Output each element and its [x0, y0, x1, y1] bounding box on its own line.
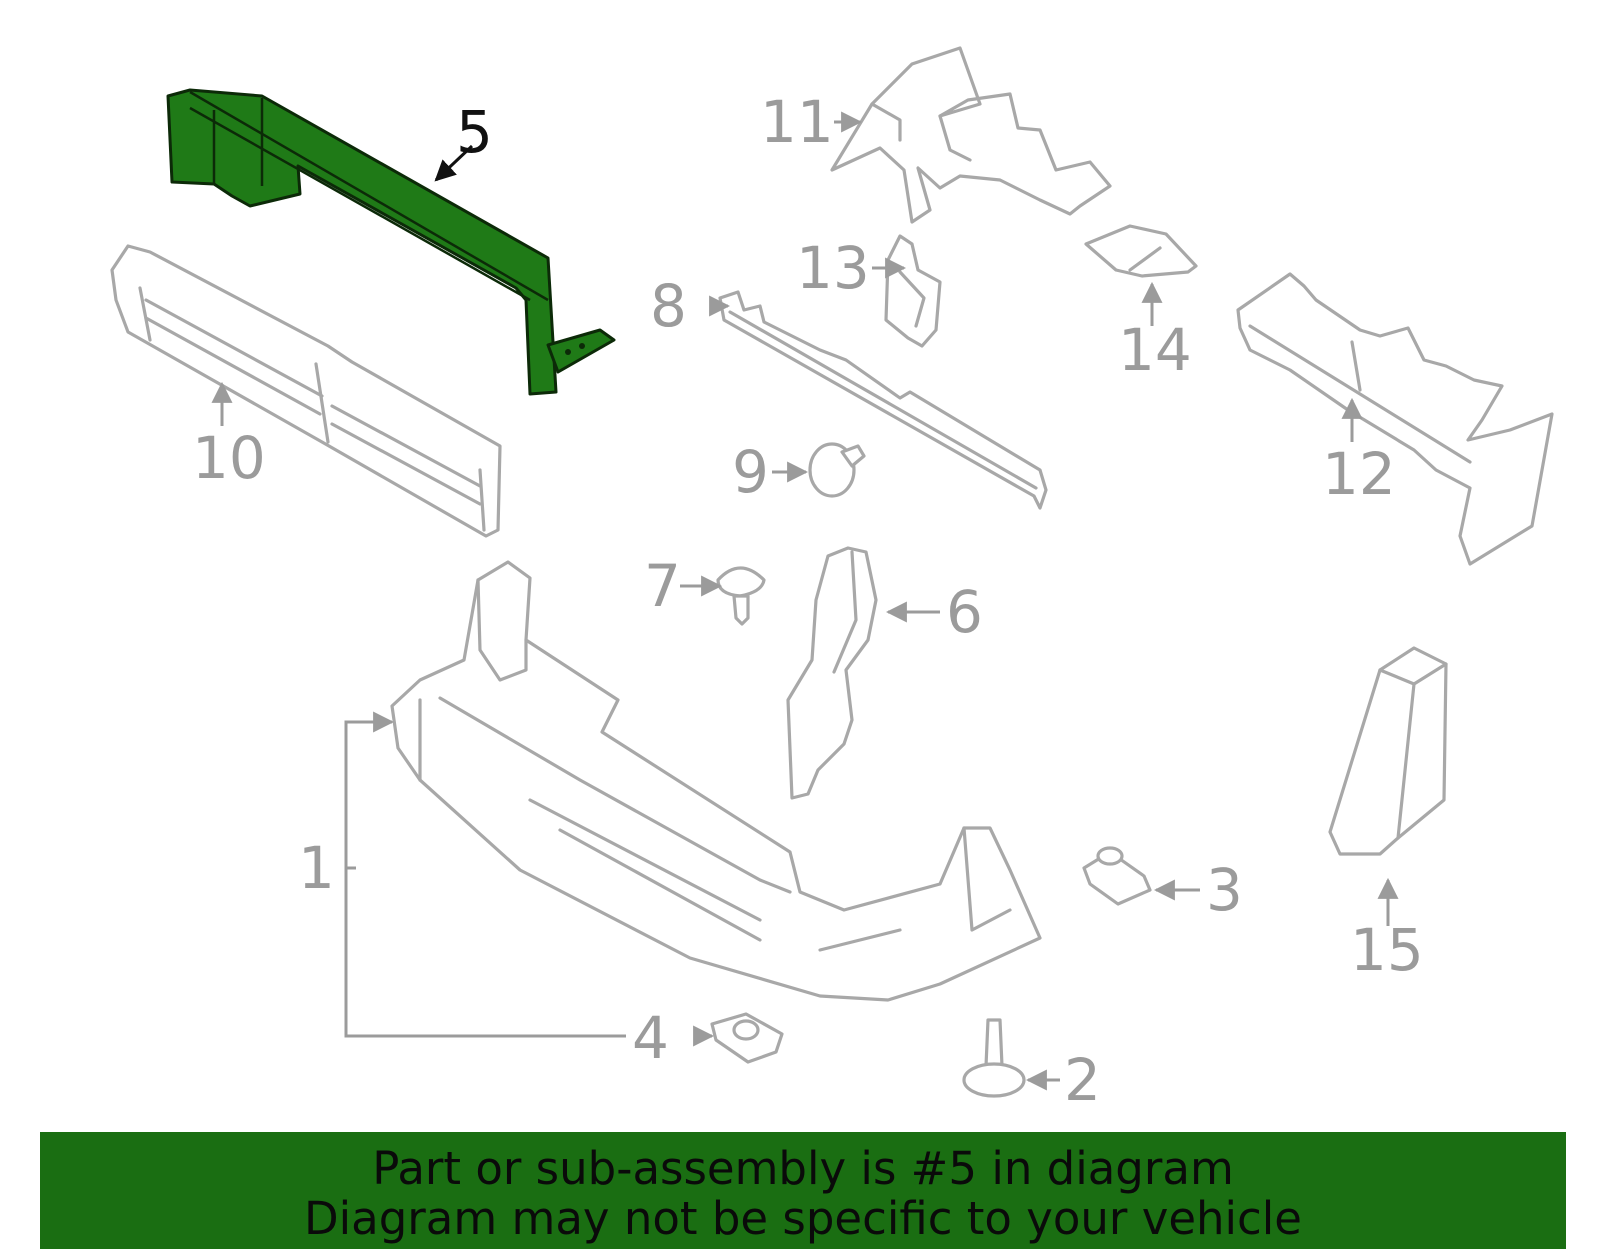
part-14-panel[interactable]: [1084, 224, 1198, 278]
part-6-side-deflector[interactable]: [786, 546, 878, 800]
callout-14[interactable]: 14: [1118, 316, 1192, 384]
part-11-upper-deflector[interactable]: [830, 46, 1112, 224]
callout-12[interactable]: 12: [1322, 440, 1396, 508]
callout-9[interactable]: 9: [732, 438, 769, 506]
callout-8[interactable]: 8: [650, 272, 687, 340]
part-7-clip[interactable]: [716, 566, 766, 626]
part-8-seal-strip[interactable]: [718, 290, 1048, 510]
part-13-bracket[interactable]: [884, 234, 942, 348]
part-9-push-pin[interactable]: [808, 442, 866, 498]
callout-6[interactable]: 6: [946, 578, 983, 646]
callout-2[interactable]: 2: [1064, 1046, 1101, 1114]
part-4-clip-nut[interactable]: [710, 1012, 784, 1064]
leader-lines: [211, 111, 1399, 1091]
part-2-bolt[interactable]: [962, 1018, 1026, 1098]
callout-15[interactable]: 15: [1350, 916, 1424, 984]
callout-1[interactable]: 1: [298, 834, 335, 902]
part-5-upper-bracket[interactable]: [166, 88, 616, 396]
callout-3[interactable]: 3: [1206, 856, 1243, 924]
callout-7[interactable]: 7: [644, 552, 681, 620]
info-banner: Part or sub-assembly is #5 in diagram Di…: [40, 1132, 1566, 1249]
callout-10[interactable]: 10: [192, 424, 266, 492]
callout-numbers: 5 1 2 3 4 6 7 8 9 10 11 12 13 14 15: [192, 88, 1424, 1114]
part-15-pad[interactable]: [1328, 646, 1448, 856]
callout-13[interactable]: 13: [796, 234, 870, 302]
banner-line-disclaimer: Diagram may not be specific to your vehi…: [304, 1192, 1302, 1245]
part-10-grille-shutter[interactable]: [110, 244, 502, 538]
part-12-right-deflector[interactable]: [1236, 272, 1554, 566]
part-3-nut[interactable]: [1082, 846, 1152, 906]
callout-5[interactable]: 5: [456, 98, 493, 166]
banner-line-part-number: Part or sub-assembly is #5 in diagram: [372, 1142, 1234, 1195]
callout-11[interactable]: 11: [760, 88, 834, 156]
callout-4[interactable]: 4: [632, 1004, 669, 1072]
part-1-lower-air-deflector[interactable]: [390, 560, 1042, 1002]
